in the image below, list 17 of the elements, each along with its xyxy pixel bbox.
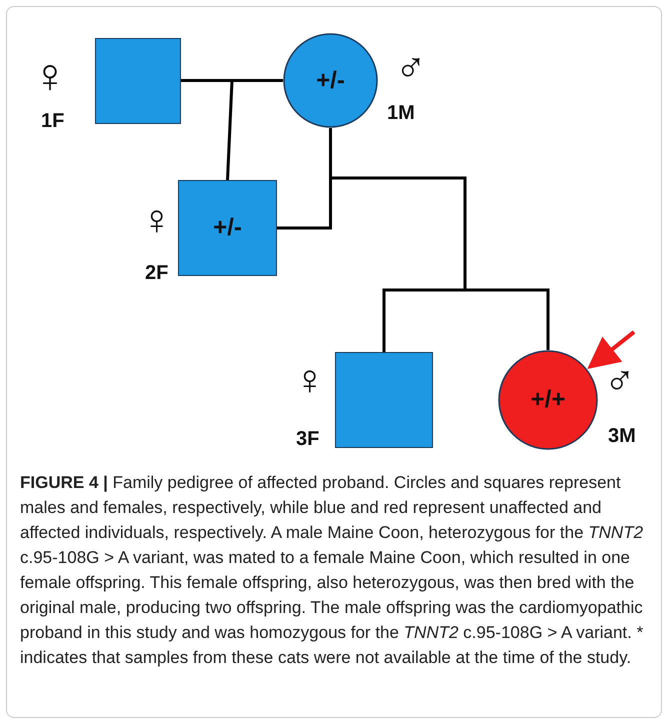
individual-id: 2F: [145, 263, 168, 283]
individual-id: 3M: [608, 426, 636, 446]
genotype-label: +/-: [316, 66, 345, 94]
pedigree-line: [276, 126, 550, 354]
individual-id: 1F: [41, 110, 64, 130]
sex-symbol: ♂: [604, 358, 636, 400]
sex-symbol: ♀: [141, 199, 172, 241]
genotype-label: +/+: [530, 386, 566, 414]
individual-id: 1M: [387, 103, 415, 123]
individual-id: 3F: [296, 429, 320, 449]
sex-symbol: ♀: [294, 359, 326, 401]
pointer-arrow: [587, 330, 636, 369]
figure-caption: FIGURE 4 | Family pedigree of affected proband. Circles and squares represent males and females, respectively, while blue and red represent unaffected and affected individuals, respectively. A male Maine Coon, heterozygous for the TNNT2 c.95-108G > A variant, was mated to a female Maine Coon, which resulted in one female offspring. This female offspring, also heterozygous, was then bred with the original male, producing two offspring. The male offspring was the cardiomyopathic proband in this study and was homozygous for the TNNT2 c.95-108G > A variant. * indicates that samples from these cats were not available at the time of the study.: [20, 472, 644, 669]
genotype-label: +/-: [213, 214, 242, 242]
sex-symbol: ♂: [395, 45, 426, 87]
pedigree-line: [180, 79, 284, 182]
sex-symbol: ♀: [32, 52, 68, 100]
